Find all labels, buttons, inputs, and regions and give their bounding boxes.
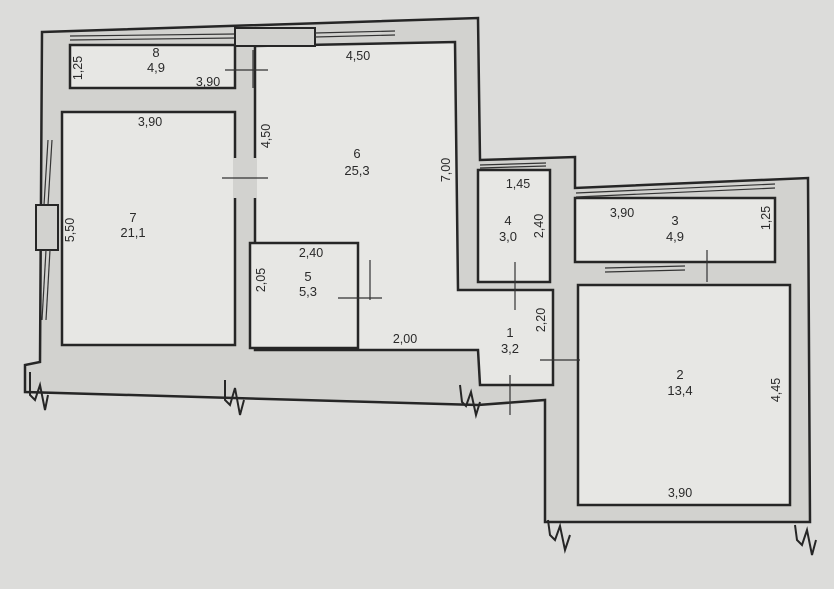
room-4-number: 4: [504, 213, 511, 228]
room-3: [573, 196, 777, 264]
room-2-number: 2: [676, 367, 683, 382]
room-5-number: 5: [304, 269, 311, 284]
dim-room5-width: 2,40: [299, 246, 323, 260]
dim-room4-width: 1,45: [506, 177, 530, 191]
room-7: [60, 110, 237, 347]
room-4: [476, 168, 552, 284]
dim-room4-height: 2,40: [532, 214, 546, 238]
room-3-number: 3: [671, 213, 678, 228]
break-marks: [29, 372, 817, 556]
dim-room3-height: 1,25: [759, 206, 773, 230]
room-1-area: 3,2: [501, 341, 519, 356]
room-8-area: 4,9: [147, 60, 165, 75]
room-4-area: 3,0: [499, 229, 517, 244]
room-5: [248, 241, 360, 350]
dim-room1-height: 2,20: [534, 308, 548, 332]
dim-room6-bottom: 2,00: [393, 332, 417, 346]
dim-room6-top: 4,50: [346, 49, 370, 63]
room-7-area: 21,1: [120, 225, 145, 240]
dim-room6-left: 4,50: [259, 124, 273, 148]
windows: [35, 27, 776, 321]
room-5-area: 5,3: [299, 284, 317, 299]
room-7-number: 7: [129, 210, 136, 225]
dim-room8-height: 1,25: [71, 56, 85, 80]
room-2: [576, 283, 792, 507]
room-3-area: 4,9: [666, 229, 684, 244]
dim-room6-right: 7,00: [439, 158, 453, 182]
dim-room7-width: 3,90: [138, 115, 162, 129]
dim-room8-width: 3,90: [196, 75, 220, 89]
room-6-area: 25,3: [344, 163, 369, 178]
dim-room2-height: 4,45: [769, 378, 783, 402]
room-1-number: 1: [506, 325, 513, 340]
room-2-area: 13,4: [667, 383, 692, 398]
room-8: [68, 43, 237, 90]
dim-room5-height: 2,05: [254, 268, 268, 292]
dim-room2-width: 3,90: [668, 486, 692, 500]
room-8-number: 8: [152, 45, 159, 60]
dim-room3-width: 3,90: [610, 206, 634, 220]
dim-room7-height: 5,50: [63, 218, 77, 242]
room-6-number: 6: [353, 146, 360, 161]
